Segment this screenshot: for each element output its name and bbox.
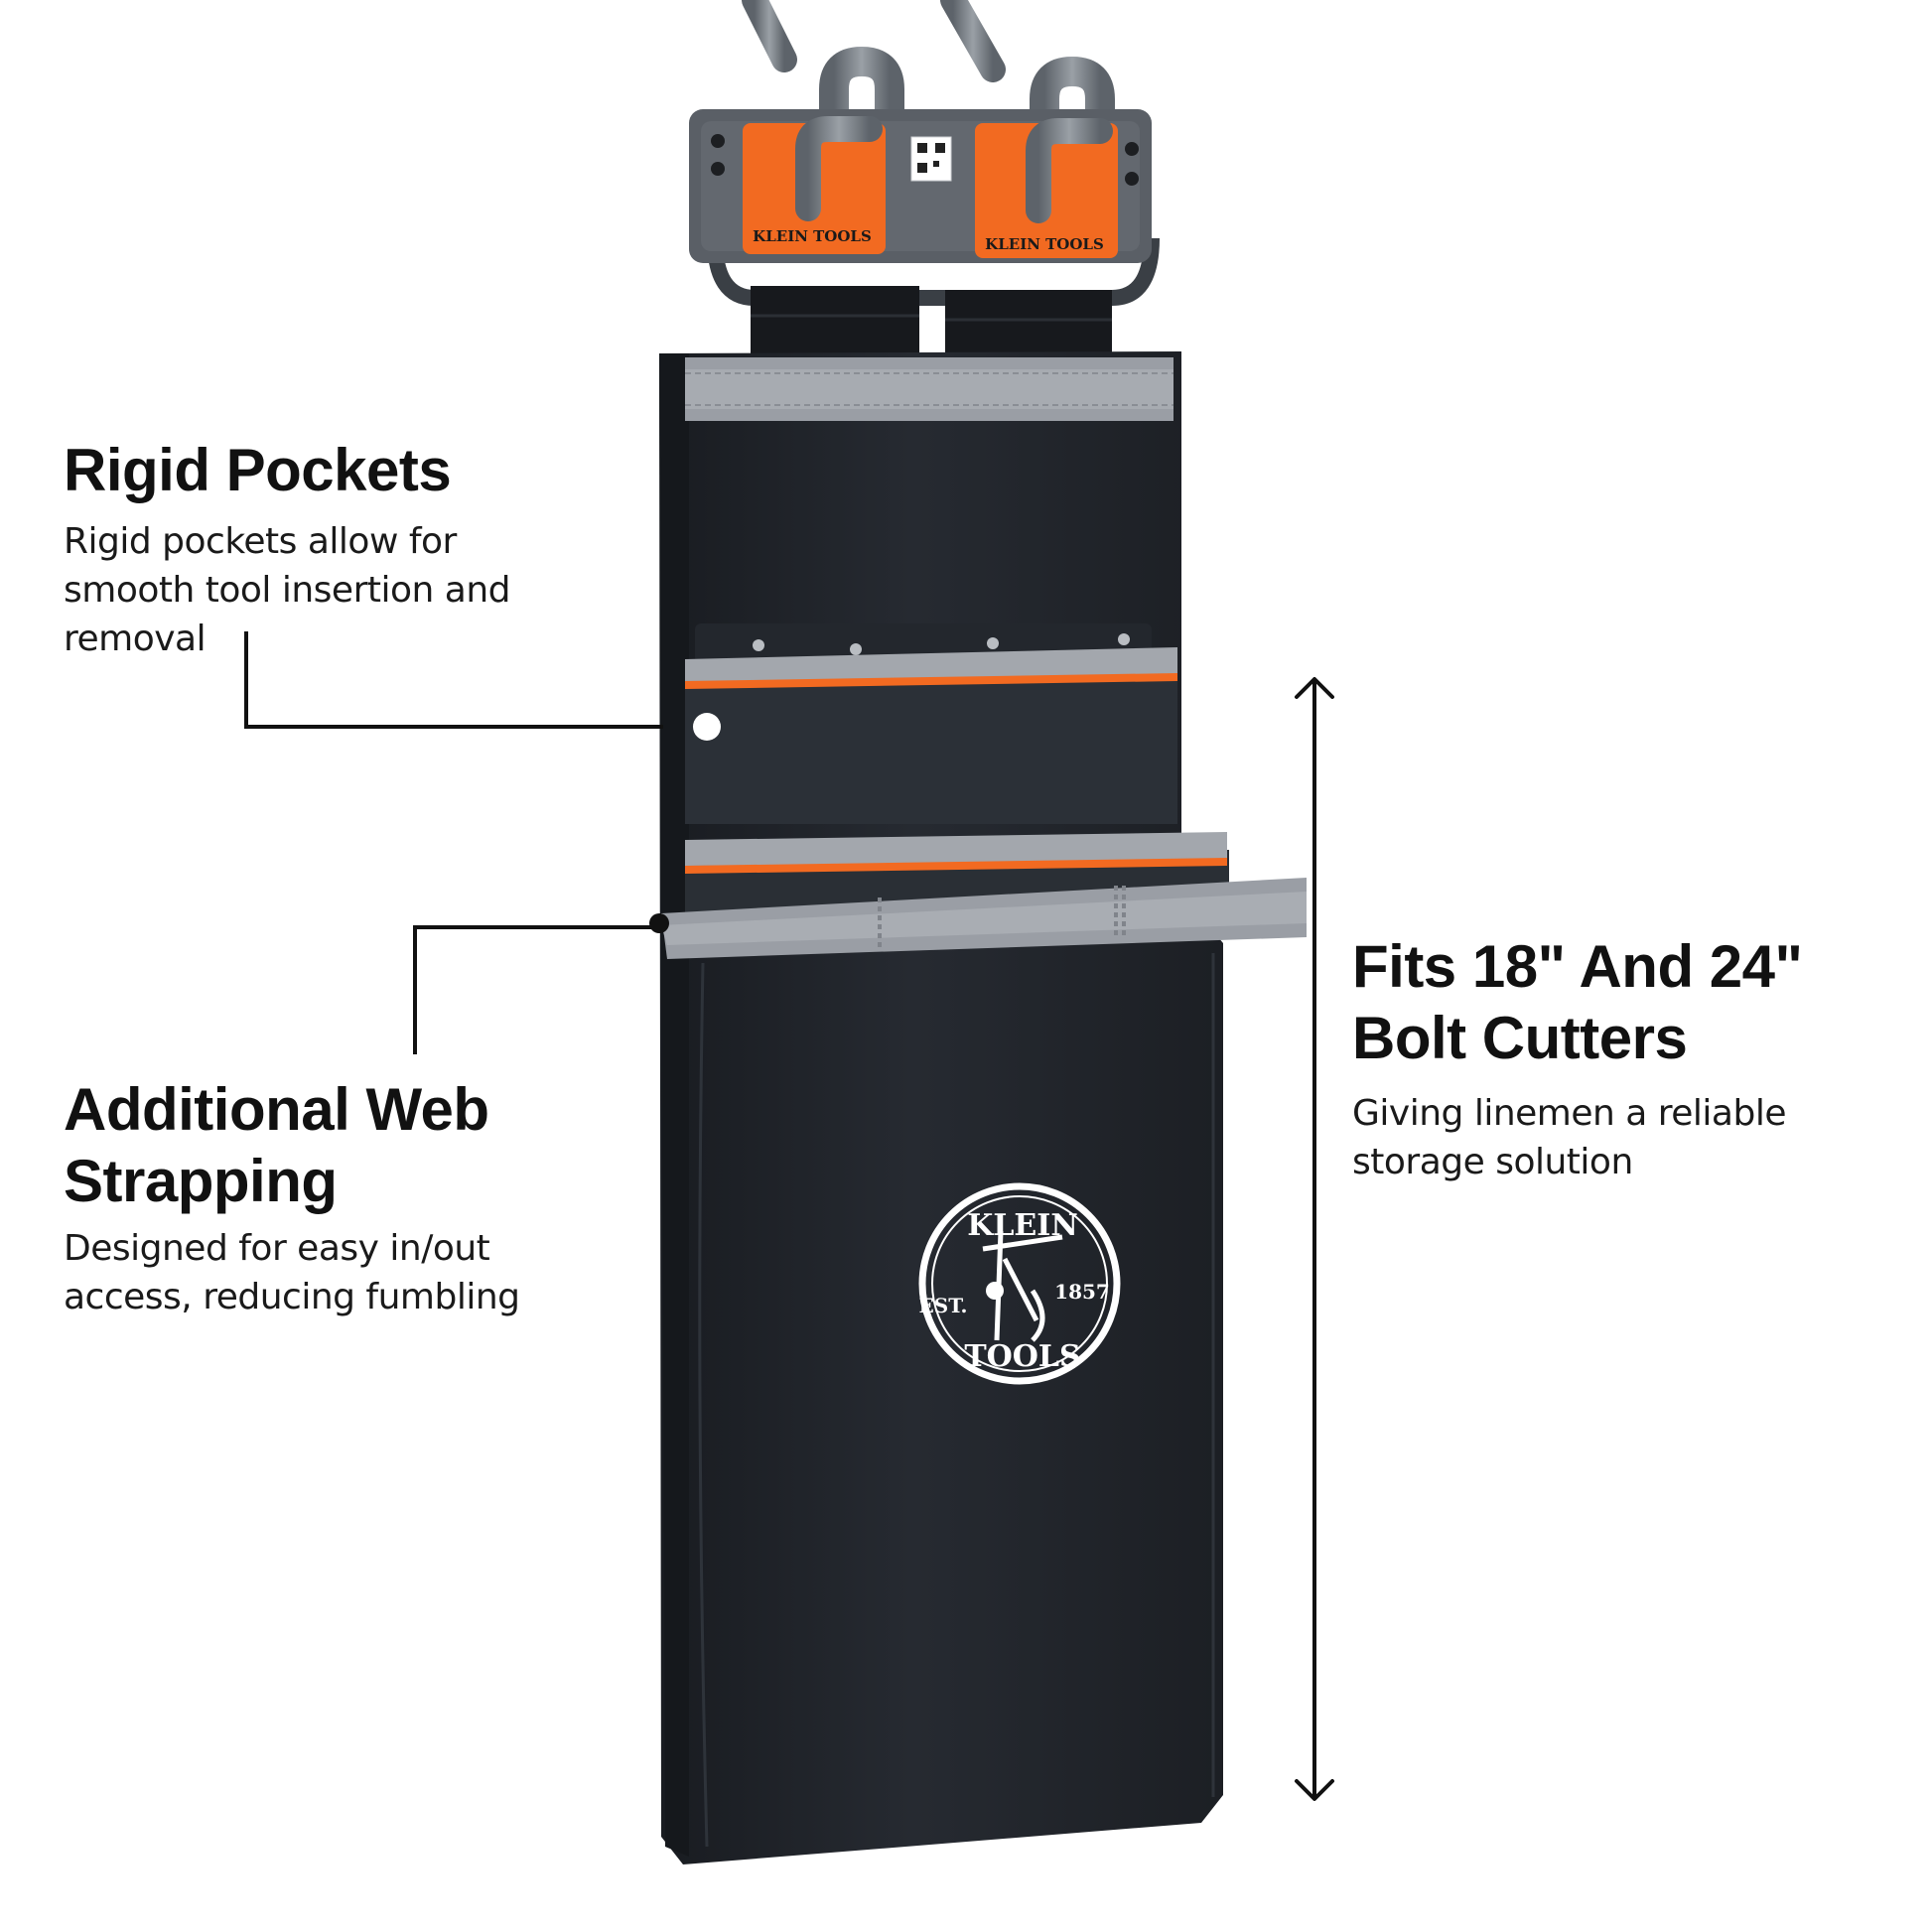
- klein-logo: KLEIN TOOLS EST. 1857: [918, 1182, 1121, 1385]
- bolt-cutters-title-line-1: Fits 18" And 24": [1352, 933, 1803, 1000]
- bracket-label-right: KLEIN TOOLS: [985, 235, 1104, 253]
- web-strapping-body-line-2: access, reducing fumbling: [64, 1276, 520, 1317]
- rigid-pockets-body-line-3: removal: [64, 618, 207, 659]
- web-strap: [661, 878, 1307, 959]
- logo-top-text: KLEIN: [967, 1208, 1078, 1243]
- bolt-cutters-title-line-2: Bolt Cutters: [1352, 1005, 1688, 1071]
- bolt-cutters-body-line-2: storage solution: [1352, 1141, 1633, 1182]
- hanger-bracket: KLEIN TOOLS KLEIN TOOLS: [689, 109, 1160, 306]
- logo-right-text: 1857: [1054, 1280, 1110, 1304]
- rigid-pockets-callout: Rigid Pockets Rigid pockets allow for sm…: [64, 435, 639, 664]
- web-strapping-callout: Additional Web Strapping Designed for ea…: [64, 1074, 659, 1322]
- pouch-seams: [698, 953, 1215, 1848]
- logo-bottom-text: TOOLS: [964, 1339, 1080, 1374]
- bolt-cutters-body-line-1: Giving linemen a reliable: [1352, 1093, 1787, 1134]
- web-strapping-leader: [413, 913, 669, 1054]
- upper-rigid-pocket: [685, 623, 1177, 824]
- web-strapping-title-line-2: Strapping: [64, 1148, 338, 1214]
- rigid-pockets-title: Rigid Pockets: [64, 437, 452, 503]
- web-strapping-title-line-1: Additional Web: [64, 1076, 489, 1143]
- logo-left-text: EST.: [919, 1294, 968, 1317]
- rigid-pockets-leader: [244, 631, 721, 741]
- rigid-pockets-body-line-2: smooth tool insertion and: [64, 569, 511, 611]
- bolt-cutters-callout: Fits 18" And 24" Bolt Cutters Giving lin…: [1352, 931, 1908, 1187]
- pouch-body: [659, 351, 1223, 1864]
- hanger-hooks: [742, 0, 1115, 228]
- web-strapping-body-line-1: Designed for easy in/out: [64, 1228, 490, 1269]
- rigid-pockets-body-line-1: Rigid pockets allow for: [64, 521, 457, 562]
- length-dimension-arrow: [1295, 677, 1334, 1801]
- belt-straps: [751, 286, 1112, 363]
- bracket-label-left: KLEIN TOOLS: [753, 227, 872, 245]
